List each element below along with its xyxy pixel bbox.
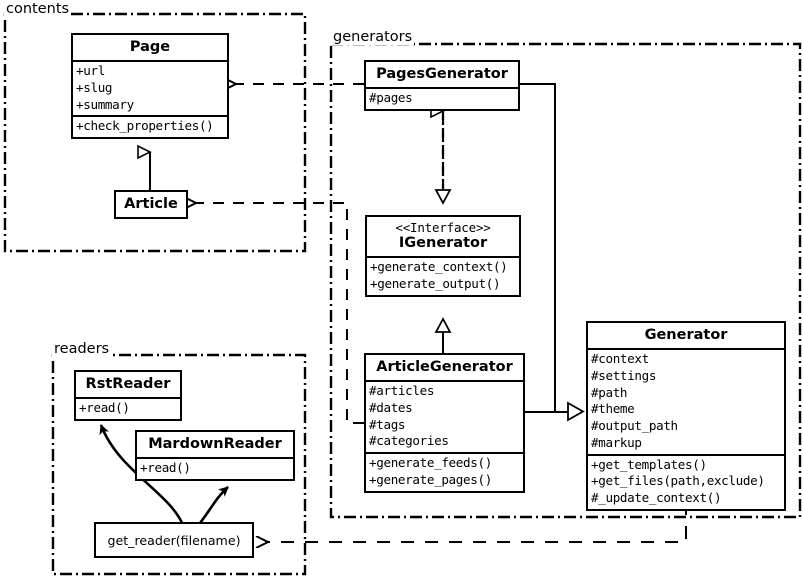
class-attributes-page: +url +slug +summary bbox=[73, 60, 227, 115]
method-item: +get_files(path,exclude) bbox=[591, 473, 765, 489]
class-attributes-articlegenerator: #articles #dates #tags #categories bbox=[366, 380, 523, 452]
attribute-item: #tags bbox=[369, 416, 406, 432]
method-item: +generate_context() bbox=[370, 259, 508, 275]
class-attributes-pagesgenerator: #pages bbox=[366, 87, 518, 109]
attribute-item: #output_path bbox=[591, 418, 678, 434]
class-title-rstreader: RstReader bbox=[85, 376, 171, 392]
class-box-igenerator[interactable]: <<Interface>> IGenerator +generate_conte… bbox=[365, 215, 521, 297]
attribute-item: #categories bbox=[369, 433, 449, 449]
method-item: +generate_pages() bbox=[369, 471, 492, 487]
attribute-item: #pages bbox=[369, 90, 413, 106]
relation-articlegenerator-to-article bbox=[196, 203, 364, 424]
attribute-item: +summary bbox=[76, 96, 134, 112]
attribute-item: #dates bbox=[369, 399, 413, 415]
function-label-get-reader: get_reader(filename) bbox=[107, 532, 241, 548]
class-methods-generator: +get_templates() +get_files(path,exclude… bbox=[588, 453, 784, 509]
attribute-item: #theme bbox=[591, 401, 635, 417]
class-title-article: Article bbox=[124, 196, 178, 212]
function-box-get-reader[interactable]: get_reader(filename) bbox=[94, 522, 254, 558]
class-box-rstreader[interactable]: RstReader +read() bbox=[74, 370, 182, 421]
method-item: +generate_feeds() bbox=[369, 455, 492, 471]
class-box-generator[interactable]: Generator #context #settings #path #them… bbox=[586, 321, 786, 511]
class-title-generator: Generator bbox=[644, 327, 728, 343]
class-stereotype-igenerator: <<Interface>> bbox=[395, 220, 491, 235]
method-item: #_update_context() bbox=[591, 490, 722, 506]
relation-pagesgenerator-to-generator bbox=[520, 83, 556, 412]
attribute-item: #articles bbox=[369, 383, 435, 399]
package-label-contents: contents bbox=[4, 1, 72, 17]
relation-pagesgenerator-to-igenerator bbox=[436, 111, 452, 205]
relation-articlegenerator-to-igenerator bbox=[434, 317, 452, 354]
method-item: +check_properties() bbox=[76, 118, 214, 134]
method-item: +get_templates() bbox=[591, 456, 707, 472]
attribute-item: #path bbox=[591, 384, 628, 400]
attribute-item: +url bbox=[76, 63, 105, 79]
class-methods-articlegenerator: +generate_feeds() +generate_pages() bbox=[366, 452, 523, 490]
package-label-generators: generators bbox=[331, 29, 415, 45]
method-item: +read() bbox=[79, 400, 130, 416]
class-box-articlegenerator[interactable]: ArticleGenerator #articles #dates #tags … bbox=[364, 353, 525, 493]
relation-articlegenerator-to-generator bbox=[525, 401, 585, 422]
attribute-item: #markup bbox=[591, 434, 642, 450]
relation-get-reader-to-mardownreader bbox=[198, 486, 229, 524]
class-methods-mardownreader: +read() bbox=[137, 457, 293, 479]
class-title-mardownreader: MardownReader bbox=[148, 436, 282, 452]
method-item: +generate_output() bbox=[370, 275, 501, 291]
class-box-pagesgenerator[interactable]: PagesGenerator #pages bbox=[364, 60, 520, 111]
class-box-mardownreader[interactable]: MardownReader +read() bbox=[135, 430, 295, 481]
attribute-item: #context bbox=[591, 351, 649, 367]
class-title-articlegenerator: ArticleGenerator bbox=[376, 359, 513, 375]
method-item: +read() bbox=[140, 460, 191, 476]
class-name-igenerator: IGenerator bbox=[398, 235, 488, 251]
class-title-pagesgenerator: PagesGenerator bbox=[376, 66, 508, 82]
attribute-item: +slug bbox=[76, 79, 113, 95]
class-methods-igenerator: +generate_context() +generate_output() bbox=[367, 256, 519, 294]
class-methods-rstreader: +read() bbox=[76, 397, 180, 419]
class-attributes-generator: #context #settings #path #theme #output_… bbox=[588, 348, 784, 453]
class-box-page[interactable]: Page +url +slug +summary +check_properti… bbox=[71, 33, 229, 140]
package-label-readers: readers bbox=[52, 341, 112, 357]
class-methods-page: +check_properties() bbox=[73, 115, 227, 137]
attribute-item: #settings bbox=[591, 367, 657, 383]
class-box-article[interactable]: Article bbox=[114, 190, 188, 220]
class-title-igenerator: <<Interface>> IGenerator bbox=[367, 217, 519, 256]
class-title-page: Page bbox=[129, 39, 171, 55]
